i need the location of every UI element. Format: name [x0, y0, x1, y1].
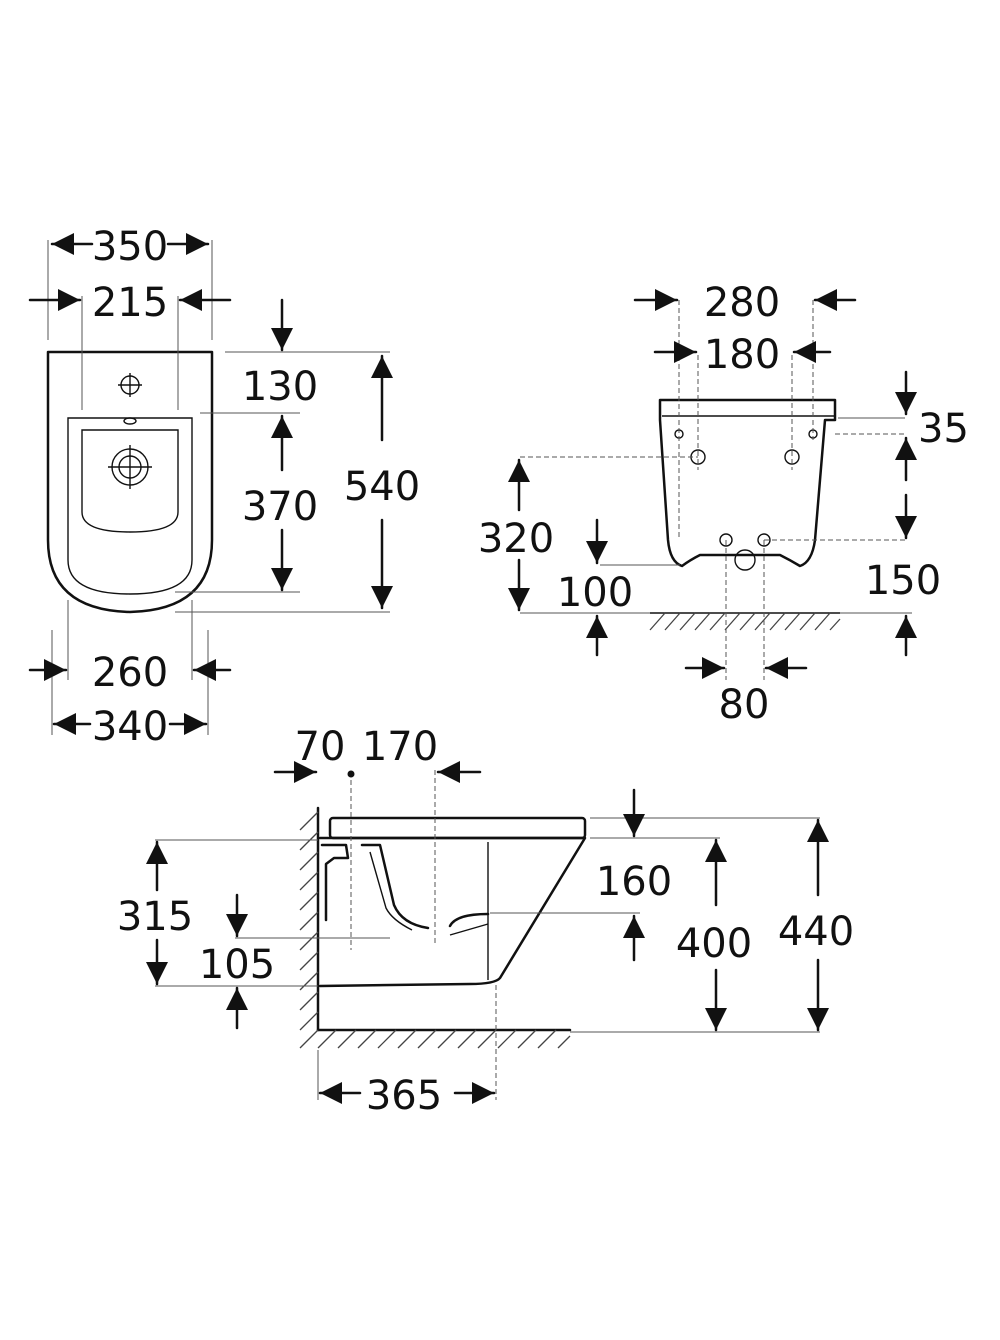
dim-inlet-height: 315 [117, 894, 193, 940]
dim-wall-to-axis: 70 [295, 724, 346, 770]
dim-inner-width: 215 [92, 280, 168, 326]
axis-point-icon [347, 770, 355, 778]
dim-base-width: 340 [92, 704, 168, 750]
dim-overall-width: 350 [92, 224, 168, 270]
rear-view: 280 180 35 320 100 150 80 [478, 280, 969, 728]
dim-top-offset: 35 [918, 406, 969, 452]
dim-tap-offset: 130 [242, 364, 318, 410]
inlet-hole-icon [719, 533, 733, 547]
floor-hatch [649, 612, 841, 631]
outlet-hole-icon [734, 549, 756, 571]
side-view: 70 170 160 400 440 315 105 365 [117, 724, 854, 1119]
seat-lid [328, 816, 587, 840]
rear-view-outline [658, 398, 837, 568]
dim-rim-to-outlet: 160 [596, 859, 672, 905]
dim-fixing-height: 320 [478, 516, 554, 562]
dim-bracket-inner: 180 [704, 332, 780, 378]
top-view-outline [46, 350, 214, 614]
overflow-icon [123, 417, 137, 425]
dim-top-height: 440 [778, 909, 854, 955]
dim-bowl-length: 370 [242, 484, 318, 530]
top-view: 350 215 130 370 540 260 340 [28, 224, 420, 750]
bowl-body [318, 836, 587, 988]
dim-bottom-offset: 150 [865, 558, 941, 604]
wall-hatch [299, 811, 319, 1049]
dim-axis-to-outlet: 170 [362, 724, 438, 770]
dim-overall-length: 540 [344, 464, 420, 510]
floor-hatch [317, 1029, 571, 1049]
dim-projection: 365 [366, 1073, 442, 1119]
top-view-bowl [67, 417, 193, 595]
dim-outlet-height: 100 [557, 570, 633, 616]
dim-rim-height: 400 [676, 921, 752, 967]
top-view-bowl-inner [81, 429, 179, 533]
dim-bracket-outer: 280 [704, 280, 780, 326]
dim-outlet-floor-height: 105 [199, 942, 275, 988]
inlet-hole-icon [757, 533, 771, 547]
dim-front-width: 260 [92, 650, 168, 696]
dim-pipe-spacing: 80 [719, 682, 770, 728]
